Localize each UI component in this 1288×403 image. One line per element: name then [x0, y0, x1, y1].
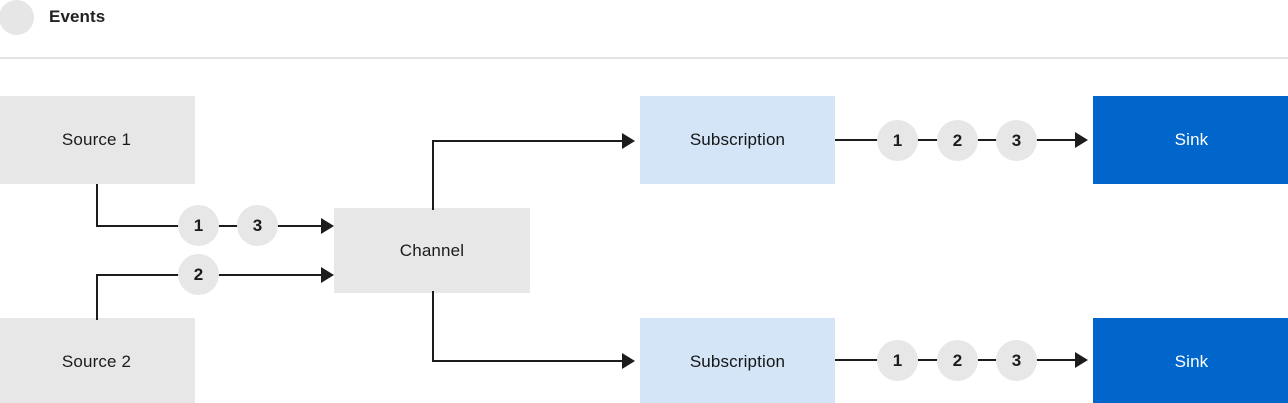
node-sink-bottom-label: Sink: [1174, 352, 1209, 371]
connector-channel-top-horizontal: [432, 140, 622, 142]
connector-source1-vertical: [96, 184, 98, 227]
badge-event: 2: [937, 340, 978, 381]
node-sink-top-label: Sink: [1174, 130, 1209, 149]
badge-event: 1: [178, 205, 219, 246]
node-subscription-bottom-label: Subscription: [689, 352, 786, 371]
badge-event: 3: [237, 205, 278, 246]
node-sink-bottom[interactable]: Sink: [1093, 318, 1288, 403]
node-subscription-bottom[interactable]: Subscription: [640, 318, 835, 403]
node-subscription-top[interactable]: Subscription: [640, 96, 835, 184]
arrowhead-source2-to-channel: [321, 267, 334, 283]
node-source-2[interactable]: Source 2: [0, 318, 195, 403]
arrowhead-subscription-bottom-to-sink: [1075, 352, 1088, 368]
connector-channel-bottom-horizontal: [432, 360, 622, 362]
connector-source2-vertical: [96, 274, 98, 320]
badge-event: 2: [178, 254, 219, 295]
node-sink-top[interactable]: Sink: [1093, 96, 1288, 184]
legend-label: Events: [49, 7, 106, 26]
arrowhead-source1-to-channel: [321, 218, 334, 234]
event-dot-icon: [0, 0, 34, 35]
legend: Events: [0, 0, 106, 35]
node-source-1-label: Source 1: [61, 130, 132, 149]
arrowhead-channel-to-subscription-top: [622, 133, 635, 149]
connector-channel-top-vertical: [432, 140, 434, 210]
badge-event: 1: [877, 340, 918, 381]
badge-event: 1: [877, 120, 918, 161]
badge-event: 3: [996, 340, 1037, 381]
node-source-2-label: Source 2: [61, 352, 132, 371]
arrowhead-subscription-top-to-sink: [1075, 132, 1088, 148]
connector-channel-bottom-vertical: [432, 291, 434, 362]
header-divider: [0, 57, 1288, 59]
arrowhead-channel-to-subscription-bottom: [622, 353, 635, 369]
node-source-1[interactable]: Source 1: [0, 96, 195, 184]
node-channel[interactable]: Channel: [334, 208, 530, 293]
node-subscription-top-label: Subscription: [689, 130, 786, 149]
badge-event: 2: [937, 120, 978, 161]
node-channel-label: Channel: [399, 240, 465, 260]
badge-event: 3: [996, 120, 1037, 161]
